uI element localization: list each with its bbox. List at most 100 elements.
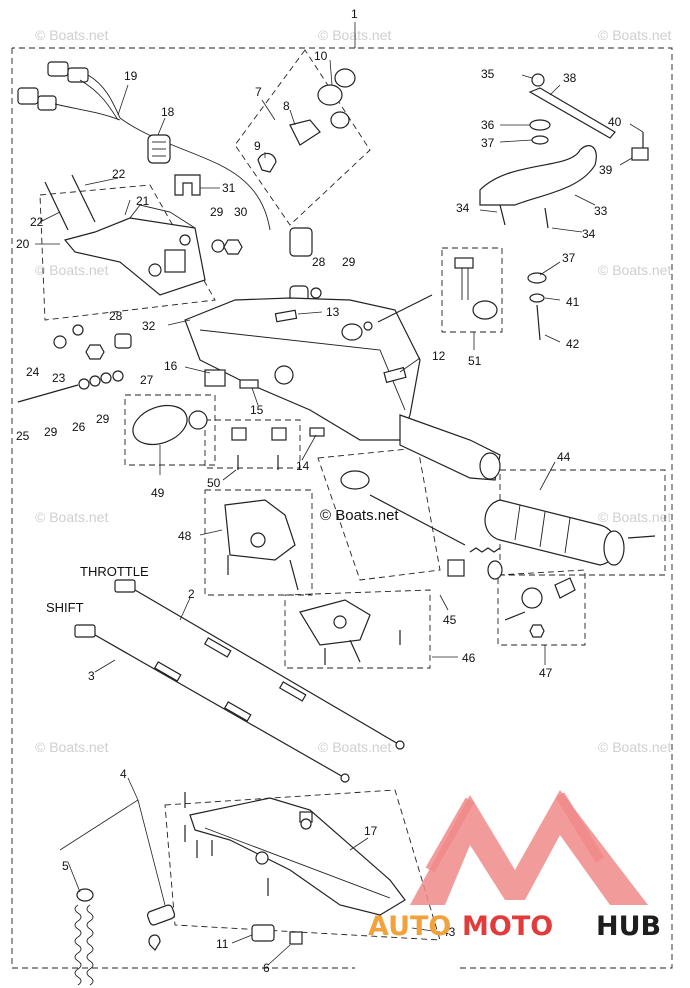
callout-3: 3 (88, 669, 95, 683)
callout-23: 23 (52, 371, 66, 385)
callout-49: 49 (151, 486, 165, 500)
callout-28: 28 (312, 255, 326, 269)
watermark: © Boats.net (598, 509, 671, 525)
left-hardware (17, 324, 132, 403)
pivot-bolt (377, 294, 433, 323)
callout-19: 19 (124, 69, 138, 83)
callout-31: 31 (222, 181, 236, 195)
callout-48: 48 (178, 529, 192, 543)
callout-35: 35 (481, 67, 495, 81)
callout-34: 34 (456, 201, 470, 215)
bushing (341, 323, 363, 341)
throttle-link-assembly (224, 499, 299, 591)
washer (363, 321, 373, 331)
throttle-grip (484, 499, 656, 566)
watermark: © Boats.net (598, 262, 671, 278)
callout-18: 18 (161, 105, 175, 119)
callout-12: 12 (432, 349, 446, 363)
callout-39: 39 (599, 163, 613, 177)
nut (223, 239, 243, 255)
logo-triangle-mark (410, 790, 648, 905)
callout-10: 10 (314, 49, 328, 63)
callout-17: 17 (364, 824, 378, 838)
callout-16: 16 (164, 359, 178, 373)
callout-6: 6 (263, 961, 270, 975)
callout-7: 7 (255, 85, 262, 99)
callout-44: 44 (557, 450, 571, 464)
washer (310, 287, 322, 299)
control-cables (74, 579, 405, 783)
friction-knob (504, 577, 576, 638)
callout-34: 34 (582, 227, 596, 241)
callout-9: 9 (254, 139, 261, 153)
friction-assembly (479, 73, 649, 341)
callout-37: 37 (481, 136, 495, 150)
callout-50: 50 (207, 476, 221, 490)
switch (251, 924, 275, 942)
callout-4: 4 (120, 767, 127, 781)
callout-20: 20 (16, 237, 30, 251)
tiller-handle (184, 297, 501, 481)
throttle-shaft-assembly (340, 470, 503, 580)
callout-26: 26 (72, 420, 86, 434)
callout-36: 36 (481, 118, 495, 132)
callout-25: 25 (16, 429, 30, 443)
callout-1: 1 (351, 7, 358, 21)
key-switch-assembly (257, 68, 356, 257)
callout-27: 27 (140, 373, 154, 387)
watermark: © Boats.net (598, 739, 671, 755)
callout-29: 29 (342, 255, 356, 269)
mounting-bracket (63, 204, 206, 296)
automotohub-logo: AUTO MOTO HUB (368, 790, 661, 942)
callout-37: 37 (562, 251, 576, 265)
connector (289, 931, 303, 945)
callout-22: 22 (112, 167, 126, 181)
callout-29: 29 (44, 425, 58, 439)
cover-screws (184, 792, 406, 932)
washer (211, 239, 225, 253)
callout-5: 5 (62, 859, 69, 873)
grommet (147, 134, 171, 164)
watermark: © Boats.net (318, 739, 391, 755)
wiring-harness (17, 61, 271, 231)
clip (174, 174, 201, 196)
leader-lines (35, 59, 644, 966)
callout-38: 38 (563, 71, 577, 85)
callout-24: 24 (26, 365, 40, 379)
callout-43: 43 (442, 925, 456, 939)
watermark: © Boats.net (35, 739, 108, 755)
callout-46: 46 (462, 651, 476, 665)
callout-40: 40 (608, 115, 622, 129)
assembly-boundary (11, 47, 673, 969)
callout-29: 29 (210, 205, 224, 219)
callout-30: 30 (234, 205, 248, 219)
watermark: © Boats.net (35, 27, 108, 43)
callout-28: 28 (109, 309, 123, 323)
lower-cover (189, 797, 406, 916)
logo-text-moto: MOTO (462, 911, 553, 942)
callout-45: 45 (443, 613, 457, 627)
callout-13: 13 (326, 305, 340, 319)
watermark: © Boats.net (598, 27, 671, 43)
callout-29: 29 (96, 412, 110, 426)
logo-text-hub: HUB (596, 911, 661, 942)
watermark: © Boats.net (35, 262, 108, 278)
callout-42: 42 (566, 337, 580, 351)
callout-2: 2 (188, 587, 195, 601)
callout-33: 33 (594, 204, 608, 218)
plate (274, 309, 298, 323)
logo-text-auto: AUTO (368, 911, 451, 942)
shift-link-assembly (299, 599, 401, 665)
callout-11: 11 (216, 937, 229, 951)
center-watermark-label: © Boats.net (320, 507, 399, 524)
callout-51: 51 (468, 354, 482, 368)
sender-assembly (454, 257, 498, 320)
callout-numbers: 1 2 3 4 5 6 7 8 9 10 11 12 13 14 15 16 1… (16, 7, 622, 975)
stud-bolts (44, 174, 96, 231)
plate (309, 427, 325, 437)
watermark-layer: © Boats.net © Boats.net © Boats.net © Bo… (35, 27, 671, 755)
throttle-cable-label: THROTTLE (80, 564, 149, 579)
lanyard (74, 888, 176, 986)
callout-8: 8 (283, 99, 290, 113)
